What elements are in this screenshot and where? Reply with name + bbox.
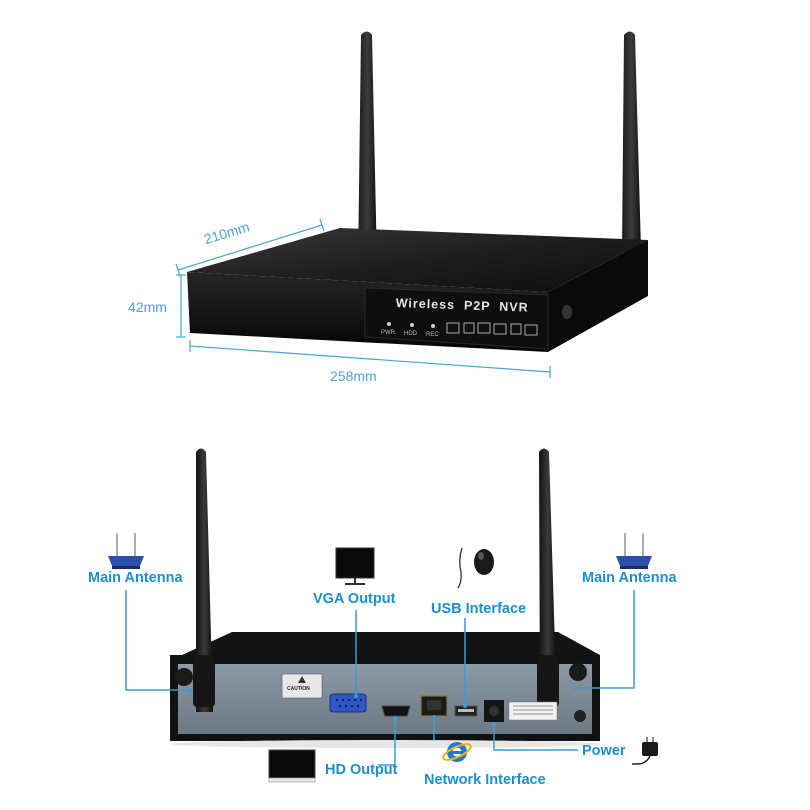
callout-main-antenna-left: Main Antenna [88,570,183,586]
rear-panel [178,664,592,734]
front-view-illustration [175,31,648,378]
power-adapter-icon [632,737,658,765]
rear-antenna-right [539,448,557,712]
led-label-pwr: PWR [381,330,395,336]
callout-main-antenna-right: Main Antenna [582,570,677,586]
rear-view-illustration [108,448,658,783]
dimension-height: 42mm [128,299,167,315]
antenna-left [358,31,377,268]
callout-network-interface: Network Interface [424,772,546,788]
monitor-icon [335,547,375,585]
caution-label: CAUTION [287,686,310,692]
vga-port [329,693,367,713]
led-label-hdd: HDD [404,331,417,337]
callout-vga-output: VGA Output [313,591,396,607]
callout-power: Power [582,743,626,759]
antenna-right [622,31,641,252]
router-icon-left [108,533,144,569]
callout-hd-output: HD Output [325,762,398,778]
hdmi-port [381,705,411,717]
dimension-width: 258mm [330,368,377,384]
callout-usb-interface: USB Interface [431,601,527,617]
device-side [548,240,648,352]
mouse-icon [457,547,494,589]
led-label-rec: REC [426,332,439,338]
router-icon-right [616,533,652,569]
hd-monitor-icon [268,749,316,783]
device-top [187,228,648,292]
rear-antenna-left [196,448,213,712]
internet-explorer-icon [442,742,472,762]
serial-sticker [508,701,558,721]
